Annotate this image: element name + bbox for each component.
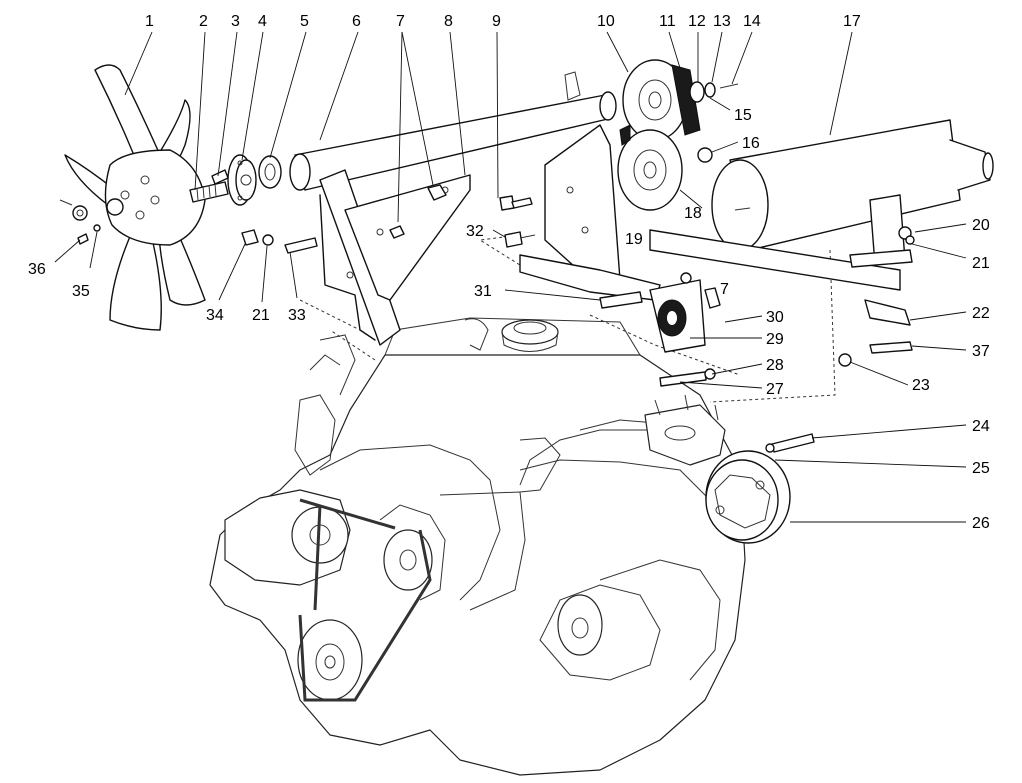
crankshaft-pulley [297,619,363,701]
callout-25: 25 [972,460,990,477]
muffler [711,119,994,251]
exhaust-mount-bracket [649,194,915,367]
callout-14: 14 [743,13,761,30]
callout-35: 35 [72,283,90,300]
callout-21-right: 21 [972,255,990,272]
callout-1: 1 [145,13,154,30]
callout-17: 17 [843,13,861,30]
fan-belt [298,498,432,702]
fan-bolt-washer [59,199,101,245]
callout-labels: 1 2 3 4 5 6 7 8 9 10 11 12 13 14 15 16 1… [28,13,990,532]
callout-23: 23 [912,377,930,394]
leader-lines [54,31,967,523]
small-fasteners [241,195,536,254]
callout-19: 19 [625,231,643,248]
callout-8: 8 [444,13,453,30]
callout-30: 30 [766,309,784,326]
fan-support-bracket [319,169,471,346]
callout-33: 33 [288,307,306,324]
callout-9: 9 [492,13,501,30]
callout-18: 18 [684,205,702,222]
callout-10: 10 [597,13,615,30]
callout-32: 32 [466,223,484,240]
callout-20: 20 [972,217,990,234]
lower-pulley [617,124,683,211]
callout-22: 22 [972,305,990,322]
callout-12: 12 [688,13,706,30]
callout-4: 4 [258,13,267,30]
callout-2: 2 [199,13,208,30]
callout-5: 5 [300,13,309,30]
callout-28: 28 [766,357,784,374]
callout-37: 37 [972,343,990,360]
callout-15: 15 [734,107,752,124]
callout-26: 26 [972,515,990,532]
callout-6: 6 [352,13,361,30]
callout-3: 3 [231,13,240,30]
upper-pulley [622,59,739,141]
cooling-fan [64,64,206,331]
callout-24: 24 [972,418,990,435]
callout-36: 36 [28,261,46,278]
engine-block [209,317,746,776]
alternator [224,489,351,586]
callout-21-left: 21 [252,307,270,324]
callout-11: 11 [659,13,676,30]
callout-13: 13 [713,13,731,30]
water-pump-pulley [383,529,433,591]
callout-7-right: 7 [720,281,729,298]
crank-drive-pulley [705,433,815,544]
pulley-support [519,124,661,301]
callout-31: 31 [474,283,492,300]
belt-idler [599,272,721,387]
callout-16: 16 [742,135,760,152]
callout-27: 27 [766,381,784,398]
callout-34: 34 [206,307,224,324]
nut-16 [697,147,713,163]
callout-7: 7 [396,13,405,30]
fan-drive-shaft-tube [289,71,617,191]
callout-29: 29 [766,331,784,348]
fan-shaft-parts [189,154,282,206]
